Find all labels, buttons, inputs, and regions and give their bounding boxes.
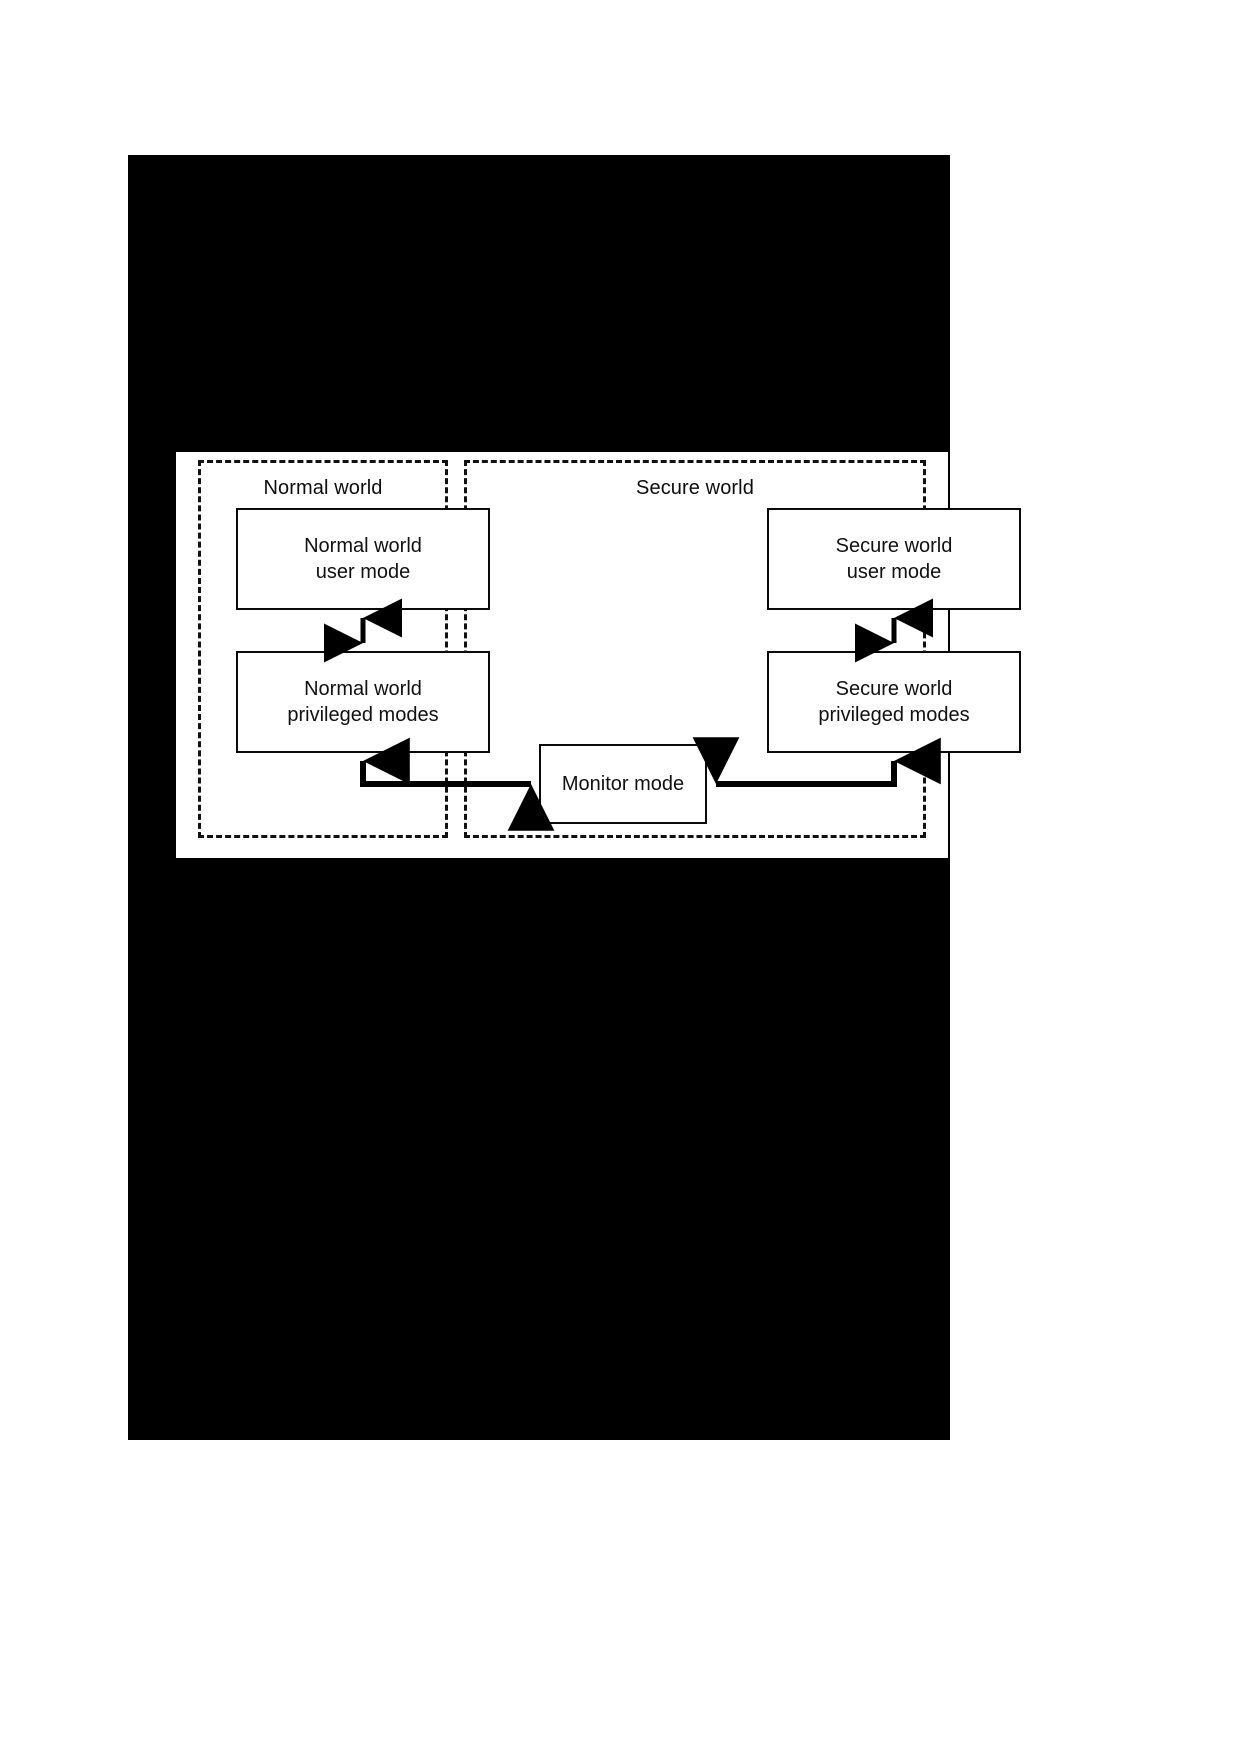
box-normal-world-privileged-modes: Normal world privileged modes <box>236 651 490 753</box>
box-normal-world-user-mode: Normal world user mode <box>236 508 490 610</box>
box-secure-world-user-mode: Secure world user mode <box>767 508 1021 610</box>
box-label-line2: privileged modes <box>818 704 970 726</box>
box-secure-world-privileged-modes: Secure world privileged modes <box>767 651 1021 753</box>
diagram-panel: Normal world Secure world Normal world u… <box>176 452 1021 858</box>
box-label-line2: user mode <box>846 561 942 583</box>
world-title-normal: Normal world <box>263 477 383 499</box>
box-label-line1: Secure world <box>835 677 953 700</box>
box-label-line1: Normal world <box>304 534 422 557</box>
box-label-line2: privileged modes <box>287 704 439 726</box>
box-label-line2: user mode <box>315 561 411 583</box>
box-label-line1: Monitor mode <box>561 772 685 795</box>
world-container-normal: Normal world <box>198 460 448 838</box>
box-label-line1: Secure world <box>835 534 953 557</box>
world-title-secure: Secure world <box>636 477 754 499</box>
box-label-line1: Normal world <box>304 677 422 700</box>
box-monitor-mode: Monitor mode <box>539 744 707 824</box>
